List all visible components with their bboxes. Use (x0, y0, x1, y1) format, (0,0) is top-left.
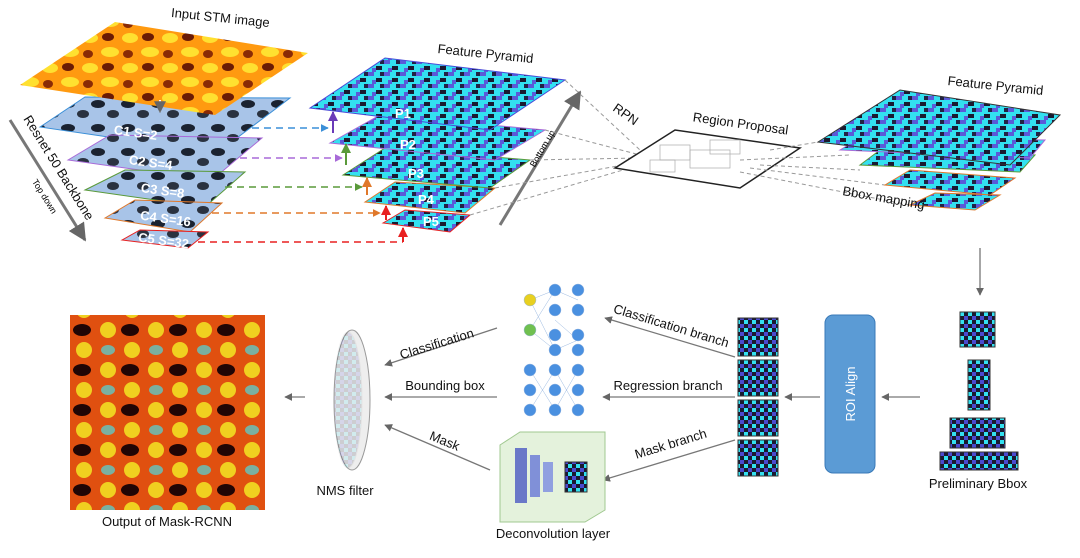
pyramid2-level-5 (908, 192, 1002, 211)
regression-branch-label: Regression branch (613, 378, 722, 393)
roi-align-label: ROI Align (843, 367, 858, 422)
bbox-crop (967, 359, 991, 411)
layer-c4 (103, 199, 224, 233)
c3-label: C3 S=8 (140, 180, 185, 201)
roi-align-box (824, 314, 876, 474)
level-p1 (308, 57, 567, 131)
classification-label: Classification (398, 325, 476, 362)
deconvolution-block (499, 431, 606, 523)
nms-label: NMS filter (316, 483, 374, 498)
region-proposal-label: Region Proposal (692, 109, 789, 137)
classification-network (523, 283, 585, 357)
bounding-box-label: Bounding box (405, 378, 485, 393)
roi-crop (737, 359, 779, 397)
top-down-arrow (8, 119, 87, 242)
c2-label: C2 S=4 (128, 152, 174, 173)
input-title: Input STM image (170, 5, 270, 30)
p4-label: P4 (418, 192, 435, 207)
pyramid2-level-1 (816, 89, 1062, 166)
top-down-label: Top down (30, 177, 59, 215)
c5-label: C5 S=32 (137, 230, 190, 252)
output-label: Output of Mask-RCNN (102, 514, 232, 529)
p5-label: P5 (423, 214, 439, 229)
roi-crop (737, 317, 779, 357)
pyramid-title: Feature Pyramid (437, 41, 534, 66)
pyramid2-level-4 (883, 169, 1017, 196)
nms-filter-icon (333, 329, 371, 471)
bottom-up-arrow (498, 90, 582, 226)
roi-crop (737, 439, 779, 477)
bbox-crop (949, 417, 1006, 449)
layer-c5 (120, 229, 210, 249)
bbox-crop (939, 451, 1019, 471)
roi-crop (737, 399, 779, 437)
c4-label: C4 S=16 (139, 208, 192, 230)
output-image (70, 315, 265, 510)
p1-label: P1 (395, 106, 411, 121)
mask-branch-label: Mask branch (633, 426, 709, 462)
region-proposal-box (612, 129, 803, 189)
regression-network (523, 363, 585, 417)
p2-label: P2 (400, 137, 416, 152)
preliminary-bbox-label: Preliminary Bbox (929, 476, 1028, 491)
input-stm-image (20, 22, 308, 115)
mask-label: Mask (427, 428, 462, 454)
c1-label: C1 S=2 (113, 122, 158, 143)
pyramid2-title: Feature Pyramid (947, 73, 1044, 98)
rpn-label: RPN (610, 100, 641, 128)
deconv-label: Deconvolution layer (496, 526, 611, 541)
p3-label: P3 (408, 166, 424, 181)
bbox-crop (959, 311, 996, 348)
